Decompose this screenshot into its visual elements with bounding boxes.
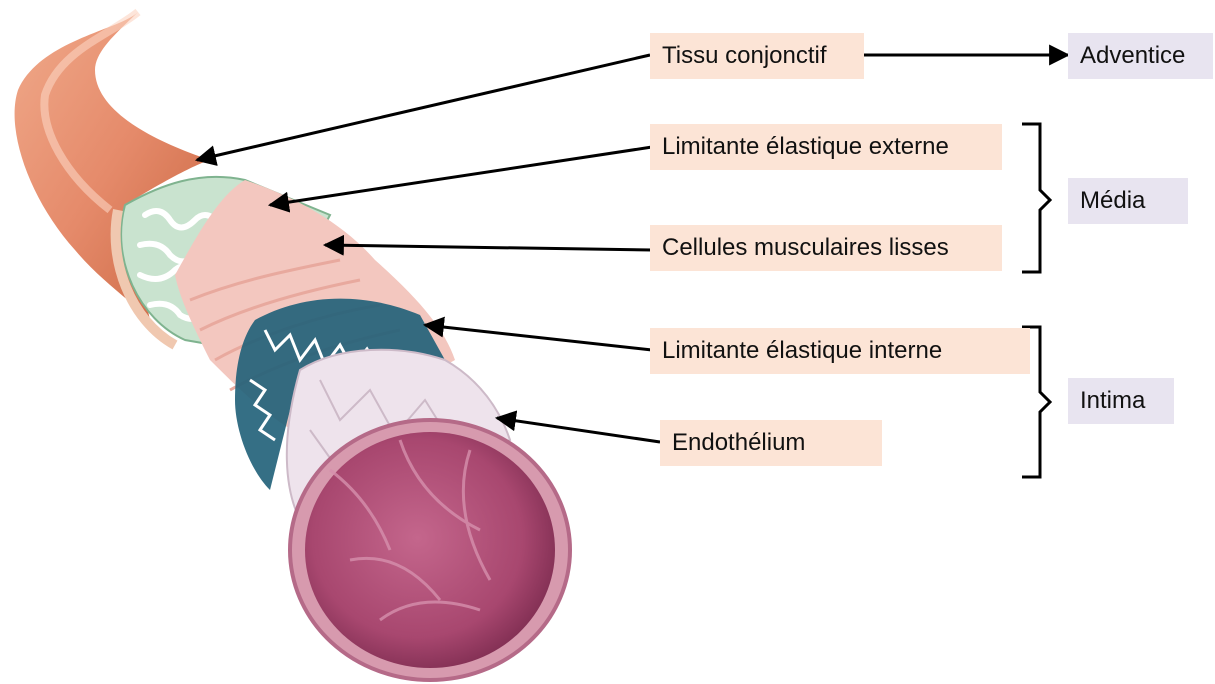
arrow-limitante-externe bbox=[270, 147, 652, 205]
arrow-endothelium bbox=[497, 418, 660, 442]
label-limitante-elastique-interne: Limitante élastique interne bbox=[650, 328, 1030, 374]
label-endothelium: Endothélium bbox=[660, 420, 882, 466]
label-limitante-elastique-externe: Limitante élastique externe bbox=[650, 124, 1002, 170]
media-brace bbox=[1022, 124, 1050, 272]
arrow-limitante-interne bbox=[425, 325, 652, 350]
arrow-tissu-conjonctif bbox=[197, 55, 650, 160]
lumen-cross-section bbox=[290, 420, 570, 680]
group-adventice: Adventice bbox=[1068, 33, 1213, 79]
label-tissu-conjonctif: Tissu conjonctif bbox=[650, 33, 864, 79]
label-cellules-musculaires-lisses: Cellules musculaires lisses bbox=[650, 225, 1002, 271]
group-media: Média bbox=[1068, 178, 1188, 224]
group-intima: Intima bbox=[1068, 378, 1174, 424]
arrow-cellules-musculaires bbox=[325, 245, 652, 250]
